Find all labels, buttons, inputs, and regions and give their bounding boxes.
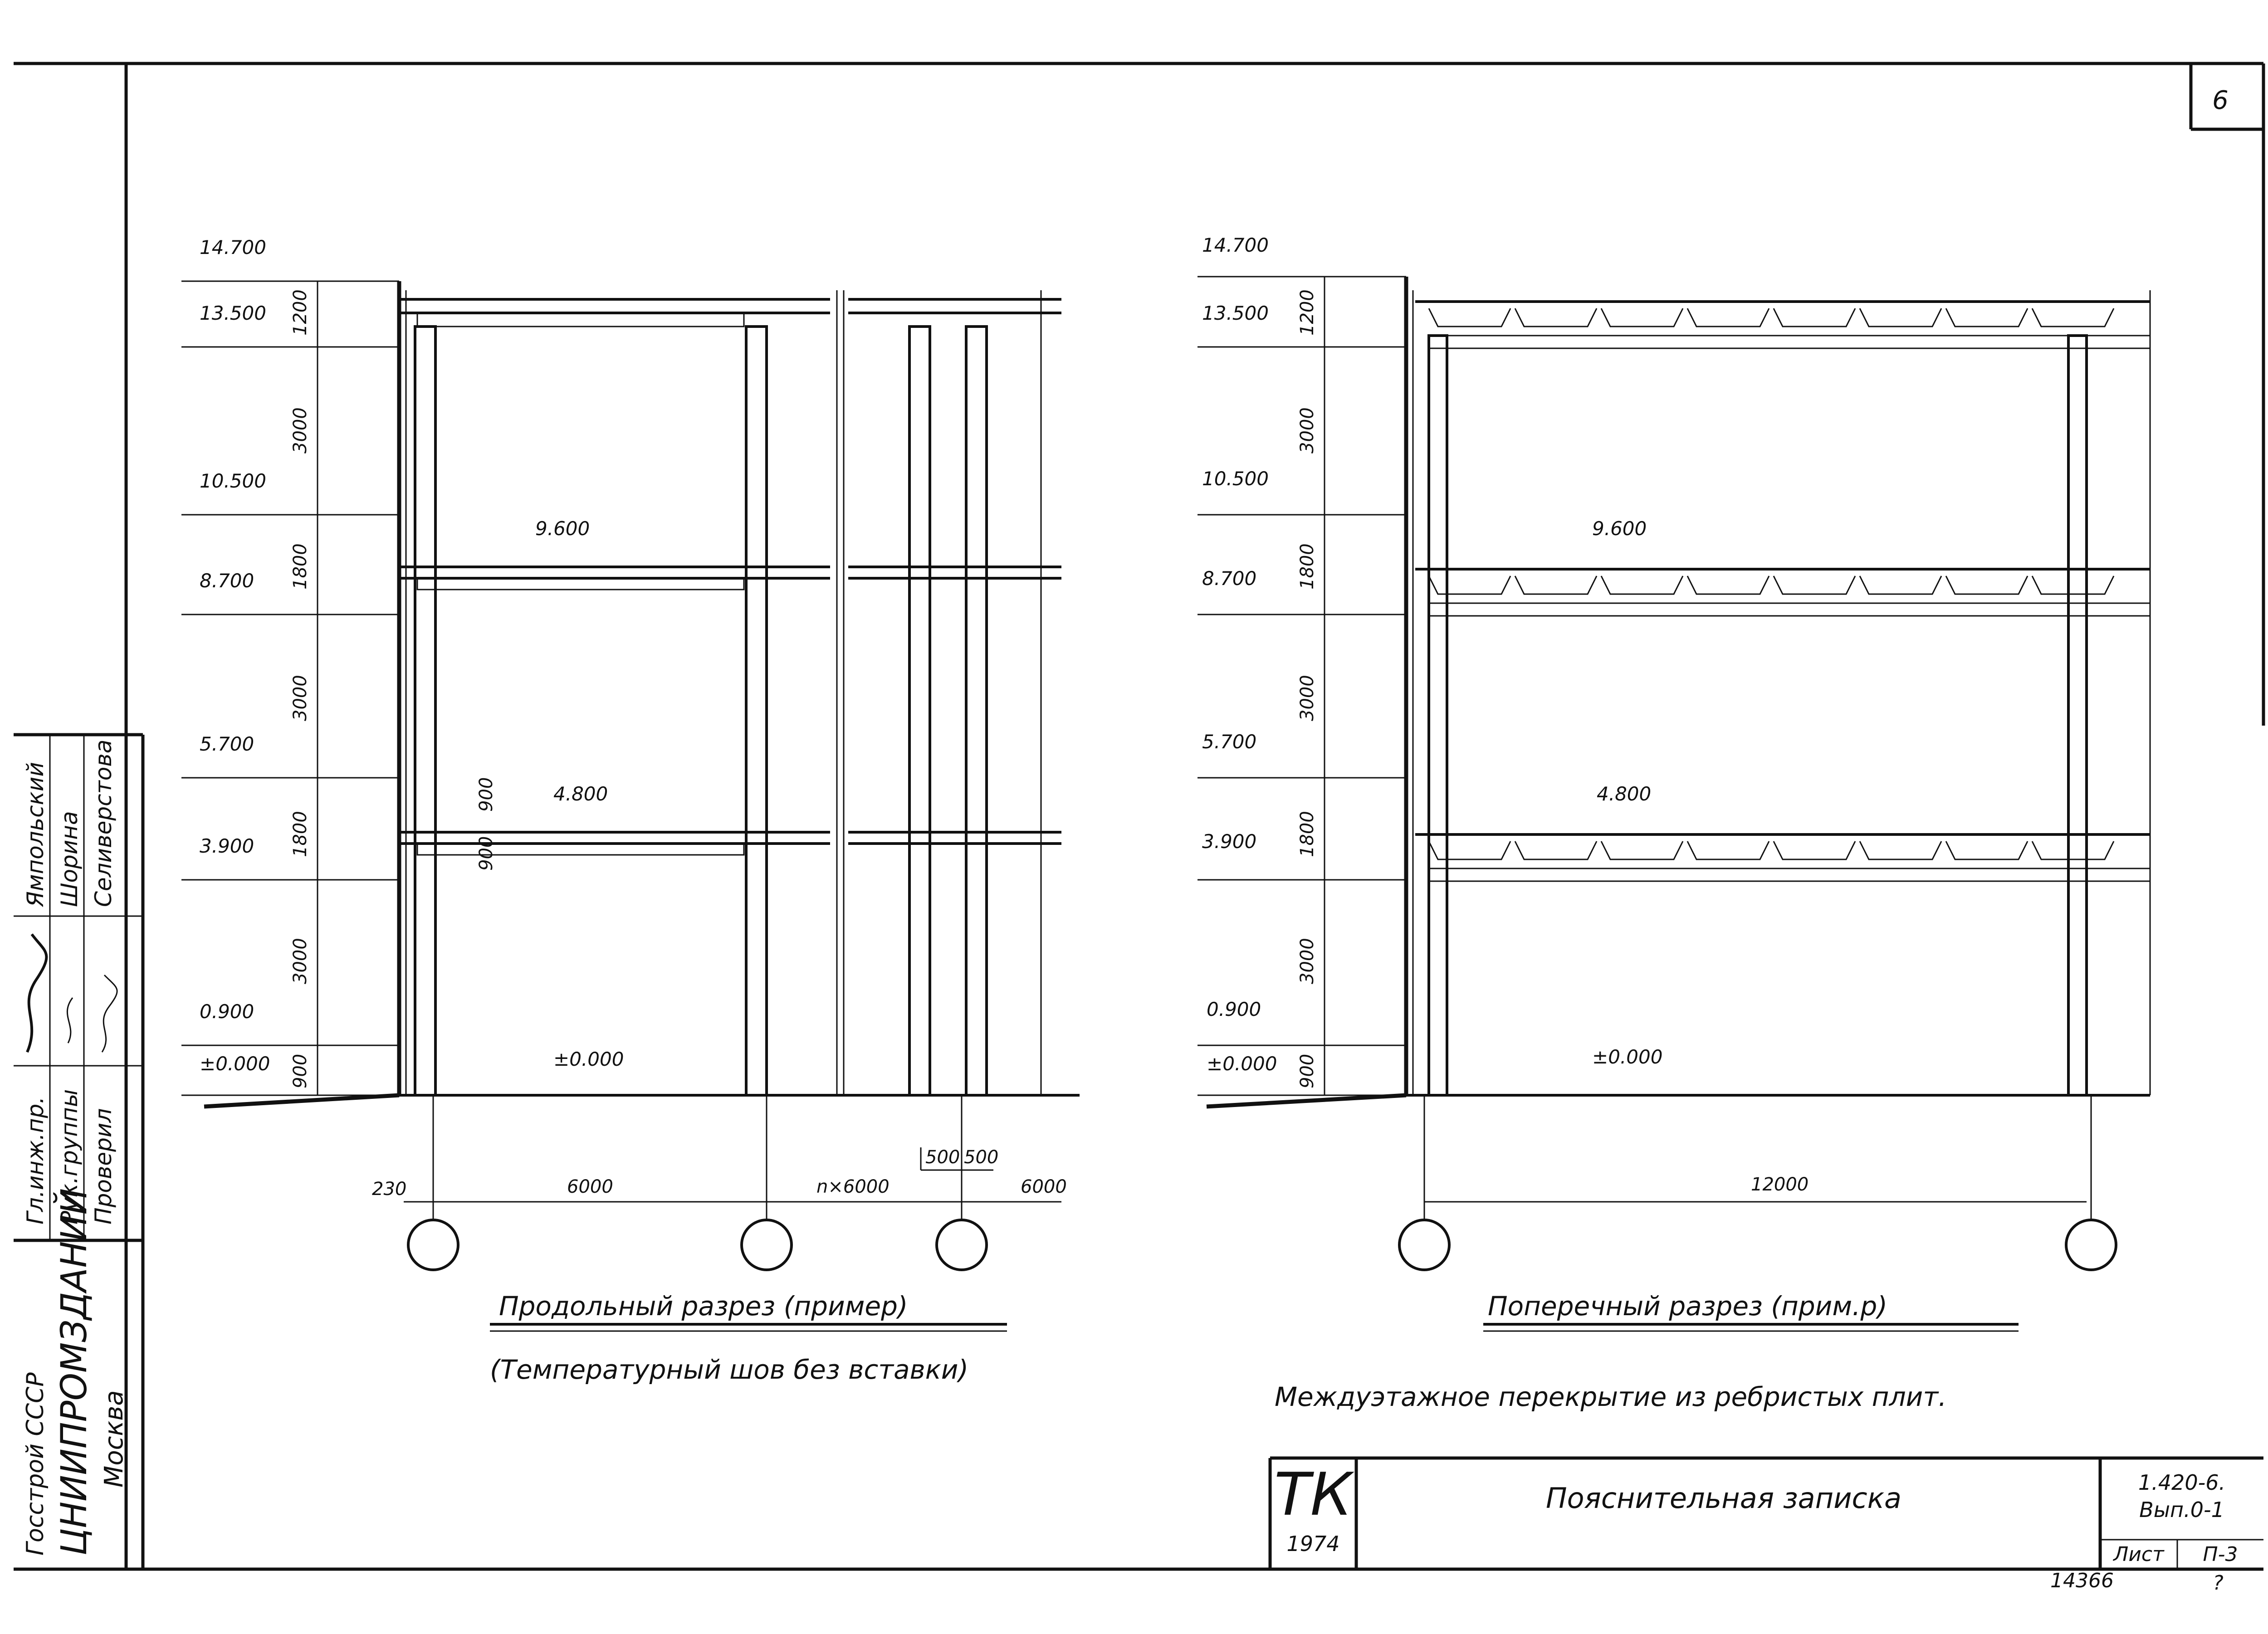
level-3900-right: 3.900 bbox=[1202, 830, 1256, 853]
stamp-org-name: ЦНИИПРОМЗДАНИЙ bbox=[53, 1188, 95, 1556]
level-13500-left: 13.500 bbox=[200, 302, 266, 324]
level-0000-right: ±0.000 bbox=[1207, 1053, 1277, 1075]
bottom-right-mark: ? bbox=[2213, 1571, 2223, 1595]
floor-level-9600-right: 9.600 bbox=[1592, 517, 1647, 540]
hdim-6000-a: 6000 bbox=[567, 1176, 613, 1197]
vdim-1800-left-2: 1800 bbox=[290, 811, 311, 857]
vdim-3000-left-3: 3000 bbox=[290, 938, 311, 984]
level-8700-right: 8.700 bbox=[1202, 567, 1256, 590]
floor-level-4800-left: 4.800 bbox=[553, 783, 608, 805]
vdim-1200-right: 1200 bbox=[1297, 289, 1318, 336]
vdim-3000-right-1: 3000 bbox=[1297, 407, 1318, 454]
columns-left bbox=[414, 290, 1042, 1097]
hdim-500-b: 500 bbox=[964, 1147, 998, 1168]
level-10500-right: 10.500 bbox=[1202, 468, 1269, 490]
stamp-role-1: Гл.инж.пр. bbox=[22, 1097, 49, 1224]
vdim-1800-right-2: 1800 bbox=[1297, 811, 1318, 857]
stamp-city: Москва bbox=[99, 1390, 129, 1488]
ribbed-slabs-right bbox=[1415, 300, 2151, 882]
stamp-role-2: Рук.группы bbox=[56, 1089, 83, 1224]
vdim-3000-left-1: 3000 bbox=[290, 407, 311, 454]
right-section-title: Поперечный разрез (прим.р) bbox=[1488, 1291, 1887, 1322]
hdim-230: 230 bbox=[372, 1179, 406, 1200]
inner-dim-900-a: 900 bbox=[476, 777, 497, 812]
level-10500-left: 10.500 bbox=[200, 470, 266, 492]
vdim-1800-right-1: 1800 bbox=[1297, 543, 1318, 590]
axis-bubble-1 bbox=[407, 1219, 459, 1271]
issue-code: Вып.0-1 bbox=[2139, 1497, 2224, 1522]
title-block-logo: ТК bbox=[1274, 1460, 1354, 1529]
vdim-900-right: 900 bbox=[1297, 1054, 1318, 1088]
floor-slab-4800-left bbox=[399, 831, 1061, 845]
vdim-1800-left-1: 1800 bbox=[290, 543, 311, 590]
column-right-a bbox=[1427, 334, 1448, 1097]
level-lines-right bbox=[1198, 276, 1406, 1096]
left-section-subtitle: (Температурный шов без вставки) bbox=[490, 1354, 968, 1385]
vdim-900-left: 900 bbox=[290, 1054, 311, 1088]
level-5700-left: 5.700 bbox=[200, 733, 254, 755]
floor-level-4800-right: 4.800 bbox=[1597, 783, 1651, 805]
stamp-name-1: Ямпольский bbox=[22, 762, 49, 907]
level-0900-left: 0.900 bbox=[200, 1000, 254, 1023]
signature-2 bbox=[67, 997, 73, 1044]
floor-level-0000-right: ±0.000 bbox=[1592, 1046, 1662, 1068]
vdim-1200-left: 1200 bbox=[290, 289, 311, 336]
inner-dim-900-b: 900 bbox=[476, 836, 497, 871]
transverse-section: 14.700 13.500 10.500 8.700 5.700 3.900 0… bbox=[1198, 234, 2151, 1271]
level-14700-left: 14.700 bbox=[200, 236, 266, 259]
document-title: Пояснительная записка bbox=[1546, 1482, 1901, 1515]
hdim-6000-b: 6000 bbox=[1021, 1176, 1067, 1197]
level-8700-left: 8.700 bbox=[200, 570, 254, 592]
sheet-label: Лист bbox=[2112, 1543, 2165, 1566]
axis-bubble-right-2 bbox=[2065, 1219, 2117, 1271]
signature-1 bbox=[26, 933, 48, 1053]
column-right-b bbox=[2067, 334, 2088, 1097]
level-14700-right: 14.700 bbox=[1202, 234, 1269, 256]
sheet-frame bbox=[14, 62, 2265, 1571]
axis-bubble-2 bbox=[740, 1219, 793, 1271]
longitudinal-section: 14.700 13.500 10.500 8.700 5.700 3.900 0… bbox=[181, 236, 1080, 1271]
vdim-3000-right-2: 3000 bbox=[1297, 675, 1318, 721]
signature-3 bbox=[101, 974, 118, 1053]
axis-bubble-right-1 bbox=[1398, 1219, 1451, 1271]
left-section-title: Продольный разрез (пример) bbox=[499, 1291, 908, 1322]
archive-number: 14366 bbox=[2050, 1569, 2114, 1592]
sheet-number: П-3 bbox=[2203, 1543, 2238, 1566]
roof-slab-left bbox=[399, 298, 1061, 314]
series-code: 1.420-6. bbox=[2138, 1470, 2225, 1495]
level-0000-left: ±0.000 bbox=[200, 1053, 270, 1075]
level-5700-right: 5.700 bbox=[1202, 731, 1256, 753]
title-block bbox=[1268, 1456, 2263, 1569]
hdim-500-a: 500 bbox=[925, 1147, 960, 1168]
hdim-nx6000: n×6000 bbox=[816, 1176, 890, 1197]
stamp-name-3: Селиверстова bbox=[90, 740, 117, 907]
axis-bubble-3 bbox=[935, 1219, 988, 1271]
floor-level-9600-left: 9.600 bbox=[535, 517, 590, 540]
stamp-role-3: Проверил bbox=[90, 1108, 117, 1224]
hdim-12000: 12000 bbox=[1751, 1174, 1809, 1195]
level-lines-left bbox=[181, 280, 399, 1096]
stamp-name-2: Шорина bbox=[56, 811, 83, 907]
floor-level-0000-left: ±0.000 bbox=[553, 1048, 624, 1070]
vdim-3000-right-3: 3000 bbox=[1297, 938, 1318, 984]
page-number: 6 bbox=[2212, 86, 2229, 115]
level-0900-right: 0.900 bbox=[1207, 998, 1261, 1020]
vdim-3000-left-2: 3000 bbox=[290, 675, 311, 721]
stamp-org-line1: Госстрой СССР bbox=[22, 1372, 49, 1556]
right-section-subtitle: Междуэтажное перекрытие из ребристых пли… bbox=[1275, 1381, 1947, 1412]
level-13500-right: 13.500 bbox=[1202, 302, 1269, 324]
title-block-year: 1974 bbox=[1286, 1532, 1339, 1556]
side-stamp bbox=[14, 733, 145, 1569]
level-3900-left: 3.900 bbox=[200, 835, 254, 857]
floor-slab-9600-left bbox=[399, 566, 1061, 580]
